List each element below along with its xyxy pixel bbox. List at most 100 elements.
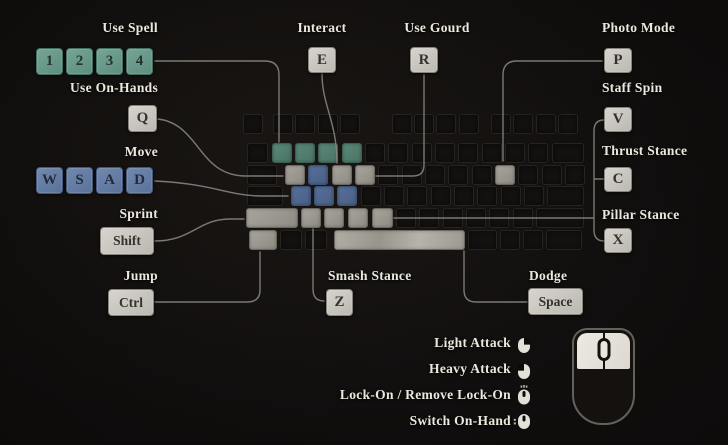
mouse-wheel xyxy=(597,338,610,361)
action-label-light-attack: Light Attack xyxy=(434,335,511,350)
kb-key xyxy=(360,186,381,207)
action-label-use-spell: Use Spell xyxy=(102,20,158,35)
connector-use-spell xyxy=(154,60,280,143)
action-label-move: Move xyxy=(124,144,158,159)
action-label-smash-stance: Smash Stance xyxy=(328,268,412,283)
key-cap-z[interactable]: Z xyxy=(326,289,353,316)
kb-key-lshift xyxy=(246,208,298,228)
action-label-heavy-attack: Heavy Attack xyxy=(429,361,511,376)
action-label-use-gourd: Use Gourd xyxy=(404,20,470,35)
action-label-staff-spin: Staff Spin xyxy=(602,80,663,95)
kb-key xyxy=(378,164,399,185)
kb-key xyxy=(407,186,428,207)
mouse-scroll-wheel-icon xyxy=(513,414,530,429)
action-label-photo-mode: Photo Mode xyxy=(602,20,676,35)
kb-key xyxy=(246,143,268,163)
kb-key xyxy=(411,143,432,163)
connector-jump xyxy=(154,251,261,303)
kb-key xyxy=(454,186,474,207)
kb-key xyxy=(505,143,525,163)
kb-key xyxy=(280,230,302,250)
key-cap-shift[interactable]: Shift xyxy=(100,227,154,255)
kb-key-a xyxy=(290,186,311,207)
kb-key xyxy=(528,143,549,163)
kb-key xyxy=(523,230,543,250)
kb-key xyxy=(477,186,498,207)
kb-key xyxy=(388,143,409,163)
key-cap-space[interactable]: Space xyxy=(528,288,583,315)
connector-smash-stance xyxy=(312,228,325,302)
kb-key xyxy=(305,230,327,250)
mouse-buttons xyxy=(577,333,630,369)
kb-key-lctrl xyxy=(249,230,277,250)
key-cap-1[interactable]: 1 xyxy=(36,48,63,75)
kb-key xyxy=(541,164,562,185)
kb-key-2 xyxy=(295,143,315,163)
key-cap-q[interactable]: Q xyxy=(128,105,157,132)
key-cap-s[interactable]: S xyxy=(66,167,93,194)
kb-key xyxy=(551,143,584,163)
kb-key xyxy=(524,186,544,207)
connector-interact xyxy=(321,73,338,164)
connector-use-on-hands xyxy=(157,118,284,177)
key-cap-3[interactable]: 3 xyxy=(96,48,123,75)
kb-key xyxy=(565,164,585,185)
action-label-pillar-stance: Pillar Stance xyxy=(602,207,680,222)
key-cap-p[interactable]: P xyxy=(604,48,632,73)
kb-key xyxy=(436,114,457,134)
kb-key xyxy=(391,114,412,134)
kb-key xyxy=(468,230,497,250)
kb-key xyxy=(471,164,492,185)
kb-key-p xyxy=(495,164,515,185)
kb-key-1 xyxy=(271,143,292,163)
kb-key xyxy=(546,230,582,250)
action-label-use-on-hands: Use On-Hands xyxy=(70,80,158,95)
kb-key xyxy=(243,114,263,134)
action-label-lock-on: Lock-On / Remove Lock-On xyxy=(339,387,511,402)
key-cap-ctrl[interactable]: Ctrl xyxy=(108,289,154,316)
kb-key-v xyxy=(372,208,393,228)
key-cap-a[interactable]: A xyxy=(96,167,123,194)
connector-move xyxy=(154,180,289,197)
kb-key xyxy=(365,143,385,163)
key-cap-r[interactable]: R xyxy=(410,47,438,73)
key-cap-v[interactable]: V xyxy=(604,107,632,132)
kb-key xyxy=(384,186,404,207)
kb-key xyxy=(481,143,502,163)
key-cap-e[interactable]: E xyxy=(308,47,336,73)
kb-key-s xyxy=(314,186,334,207)
key-cap-d[interactable]: D xyxy=(126,167,153,194)
connector-sprint xyxy=(154,218,245,242)
action-label-sprint: Sprint xyxy=(119,206,158,221)
kb-key xyxy=(295,114,316,134)
key-cap-x[interactable]: X xyxy=(604,228,632,253)
kb-key-c xyxy=(347,208,368,228)
kb-key xyxy=(518,164,539,185)
mouse-right-button-icon xyxy=(517,364,530,379)
kb-key-spacebar xyxy=(334,230,465,250)
connector-dodge xyxy=(463,250,528,303)
kb-key xyxy=(500,230,520,250)
connector-photo-mode xyxy=(502,60,603,162)
mouse-graphic xyxy=(572,328,635,425)
kb-key-r xyxy=(355,164,375,185)
mouse-left-button-icon xyxy=(518,338,531,353)
kb-key xyxy=(435,143,455,163)
key-cap-w[interactable]: W xyxy=(36,167,63,194)
key-cap-4[interactable]: 4 xyxy=(126,48,153,75)
kb-key xyxy=(246,164,277,185)
key-cap-c[interactable]: C xyxy=(604,167,632,192)
key-cap-2[interactable]: 2 xyxy=(66,48,93,75)
kb-key xyxy=(513,114,534,134)
kb-key xyxy=(430,186,451,207)
kb-key xyxy=(500,186,521,207)
kb-key xyxy=(273,114,293,134)
action-label-switch-on-hand: Switch On-Hand xyxy=(409,413,511,428)
kb-key-e xyxy=(331,164,352,185)
kb-key xyxy=(491,114,511,134)
action-label-jump: Jump xyxy=(123,268,158,283)
kb-key-3 xyxy=(318,143,339,163)
kb-key xyxy=(448,164,469,185)
kb-key xyxy=(558,114,578,134)
action-label-dodge: Dodge xyxy=(529,268,568,283)
